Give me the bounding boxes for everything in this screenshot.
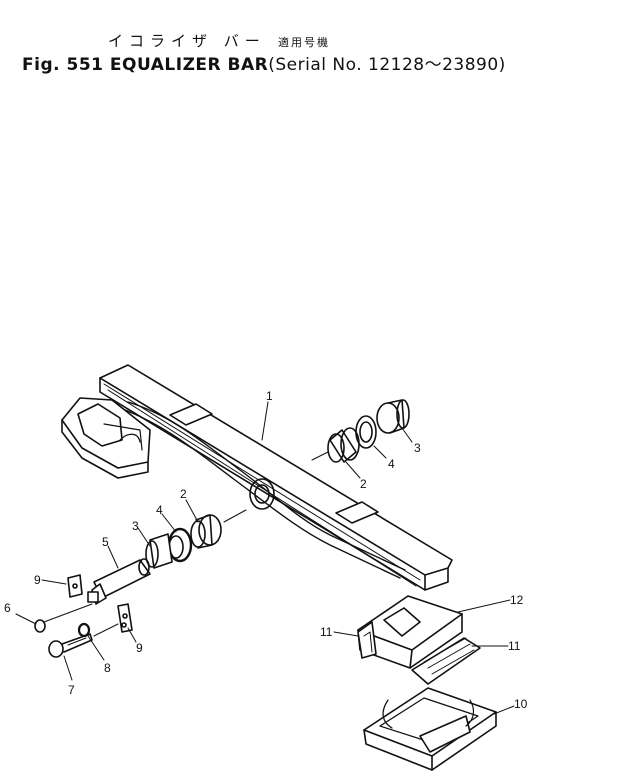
callout-2-left: 2	[180, 487, 187, 501]
callout-3-left: 3	[132, 519, 139, 533]
close-paren: )	[498, 55, 506, 75]
figure-title: Fig. 551 EQUALIZER BAR(Serial No. 12128～…	[22, 50, 506, 75]
callout-11-right: 11	[508, 639, 521, 653]
callout-11-left: 11	[320, 625, 333, 639]
right-bushing-group	[311, 399, 410, 463]
callout-9-top: 9	[34, 573, 41, 587]
open-paren: (	[268, 55, 276, 75]
callout-12: 12	[510, 593, 524, 607]
callout-1: 1	[266, 389, 273, 403]
equalizer-bar	[61, 364, 453, 591]
callout-4-right: 4	[388, 457, 395, 471]
callout-9-bottom: 9	[136, 641, 143, 655]
callout-5: 5	[102, 535, 109, 549]
guard-group	[357, 595, 481, 685]
callout-7: 7	[68, 683, 75, 697]
serial-number: Serial No. 12128～23890	[275, 55, 499, 75]
callout-8: 8	[104, 661, 111, 675]
callout-3-right: 3	[414, 441, 421, 455]
part-name: EQUALIZER BAR	[109, 55, 269, 75]
title-japanese-sub: 適用号機	[278, 36, 330, 49]
left-pin-group	[87, 509, 247, 605]
callout-2-right: 2	[360, 477, 367, 491]
callout-labels: 1 2 2 3 3 4 4 5 6 7 8 9 9 10 11 11 12	[4, 389, 528, 711]
cover-plate	[363, 687, 497, 771]
leader-lines	[15, 401, 515, 715]
fastener-group	[34, 574, 133, 658]
callout-6: 6	[4, 601, 11, 615]
title-japanese: イコライザ バー	[108, 32, 266, 50]
callout-4-left: 4	[156, 503, 163, 517]
figure-number: Fig. 551	[22, 55, 104, 75]
callout-10: 10	[514, 697, 528, 711]
